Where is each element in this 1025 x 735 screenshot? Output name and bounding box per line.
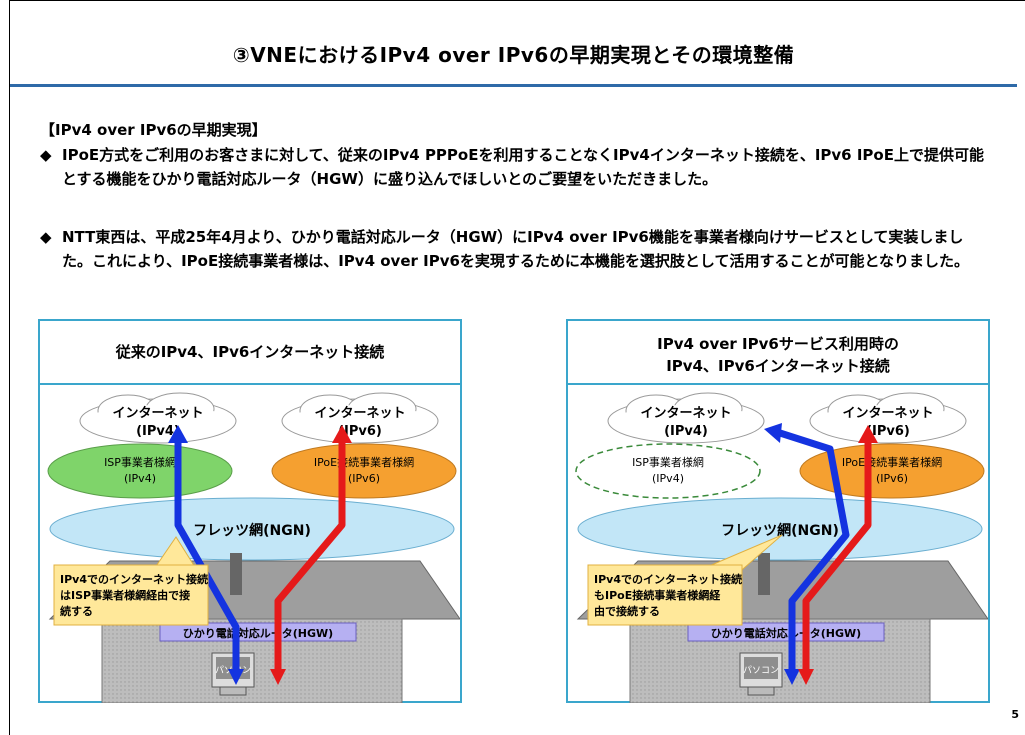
diamond-bullet-icon: ◆ xyxy=(40,228,52,246)
flets-network: フレッツ網(NGN) xyxy=(49,497,455,561)
cloud-label: インターネット xyxy=(842,406,933,421)
diamond-bullet-icon: ◆ xyxy=(40,146,52,164)
network-label: (IPv4) xyxy=(652,472,684,485)
cloud-label: (IPv6) xyxy=(866,424,910,439)
callout-text: IPv4でのインターネット接続 xyxy=(60,572,208,586)
cloud-label: インターネット xyxy=(640,406,731,421)
network-label: IPoE接続事業者様網 xyxy=(842,455,942,469)
bullet-text: IPoE方式をご利用のお客さまに対して、従来のIPv4 PPPoEを利用すること… xyxy=(62,146,984,188)
router-hgw: ひかり電話対応ルータ(HGW) xyxy=(159,553,357,642)
page-title: ③VNEにおけるIPv4 over IPv6の早期実現とその環境整備 xyxy=(232,43,795,67)
cloud-internet-ipv4: インターネット (IPv4) xyxy=(607,392,765,444)
page-number: 5 xyxy=(1011,708,1019,721)
isp-network: ISP事業者様網 (IPv4) xyxy=(47,443,233,499)
callout-note: IPv4でのインターネット接続 もIPoE接続事業者様網経 由で接続する xyxy=(587,534,783,626)
pc-label: パソコン xyxy=(743,665,779,676)
cloud-label: (IPv4) xyxy=(664,424,708,439)
ipv4-route-arrow xyxy=(764,423,850,685)
network-label: IPoE接続事業者様網 xyxy=(314,455,414,469)
bullet-item: ◆ NTT東西は、平成25年4月より、ひかり電話対応ルータ（HGW）にIPv4 … xyxy=(40,225,990,273)
network-label: (IPv6) xyxy=(348,472,380,485)
diagram-header: IPv4 over IPv6サービス利用時の IPv4、IPv6インターネット接… xyxy=(568,321,988,385)
ipv6-route-arrow xyxy=(270,425,352,685)
callout-text: はISP事業者様網経由で接 xyxy=(60,588,190,602)
router-label: ひかり電話対応ルータ(HGW) xyxy=(711,626,861,640)
section-heading: 【IPv4 over IPv6の早期実現】 xyxy=(40,121,267,139)
network-label: (IPv6) xyxy=(876,472,908,485)
router-hgw: ひかり電話対応ルータ(HGW) xyxy=(687,553,885,642)
callout-text: IPv4でのインターネット接続 xyxy=(594,572,742,586)
slide: ③VNEにおけるIPv4 over IPv6の早期実現とその環境整備 【IPv4… xyxy=(9,0,1025,735)
callout-text: 続する xyxy=(60,604,93,618)
cloud-internet-ipv6: インターネット (IPv6) xyxy=(281,392,439,444)
callout-text: 由で接続する xyxy=(594,604,660,618)
diagram-conventional: 従来のIPv4、IPv6インターネット接続 インターネット (IPv4) xyxy=(38,319,462,703)
ipoe-network: IPoE接続事業者様網 (IPv6) xyxy=(271,443,457,499)
cloud-internet-ipv4: インターネット (IPv4) xyxy=(79,392,237,444)
network-label: ISP事業者様網 xyxy=(104,455,176,469)
cloud-label: (IPv6) xyxy=(338,424,382,439)
callout-note: IPv4でのインターネット接続 はISP事業者様網経由で接 続する xyxy=(53,536,209,626)
network-label: (IPv4) xyxy=(124,472,156,485)
isp-network: ISP事業者様網 (IPv4) xyxy=(575,443,761,499)
diagram-ipv4-over-ipv6: IPv4 over IPv6サービス利用時の IPv4、IPv6インターネット接… xyxy=(566,319,990,703)
network-label: フレッツ網(NGN) xyxy=(721,522,839,539)
flets-network: フレッツ網(NGN) xyxy=(577,497,983,561)
callout-text: もIPoE接続事業者様網経 xyxy=(594,588,721,602)
bullet-text: NTT東西は、平成25年4月より、ひかり電話対応ルータ（HGW）にIPv4 ov… xyxy=(62,228,970,270)
network-diagram: インターネット (IPv4) インターネット (IPv6) ISP事業者様網 (… xyxy=(47,392,460,703)
cloud-internet-ipv6: インターネット (IPv6) xyxy=(809,392,967,444)
network-diagram: インターネット (IPv4) インターネット (IPv6) ISP事業者様網 (… xyxy=(575,392,988,703)
router-label: ひかり電話対応ルータ(HGW) xyxy=(183,626,333,640)
network-label: フレッツ網(NGN) xyxy=(193,522,311,539)
cloud-label: インターネット xyxy=(314,406,405,421)
diagram-title: IPv4 over IPv6サービス利用時の IPv4、IPv6インターネット接… xyxy=(657,335,899,375)
ipv6-route-arrow xyxy=(798,425,878,685)
bullet-item: ◆ IPoE方式をご利用のお客さまに対して、従来のIPv4 PPPoEを利用する… xyxy=(40,143,990,191)
network-label: ISP事業者様網 xyxy=(632,455,704,469)
cloud-label: インターネット xyxy=(112,406,203,421)
title-bar: ③VNEにおけるIPv4 over IPv6の早期実現とその環境整備 xyxy=(10,15,1017,87)
cloud-label: (IPv4) xyxy=(136,424,180,439)
diagram-header: 従来のIPv4、IPv6インターネット接続 xyxy=(40,321,460,385)
pc-icon: パソコン xyxy=(739,652,783,696)
diagram-title: 従来のIPv4、IPv6インターネット接続 xyxy=(115,343,385,361)
